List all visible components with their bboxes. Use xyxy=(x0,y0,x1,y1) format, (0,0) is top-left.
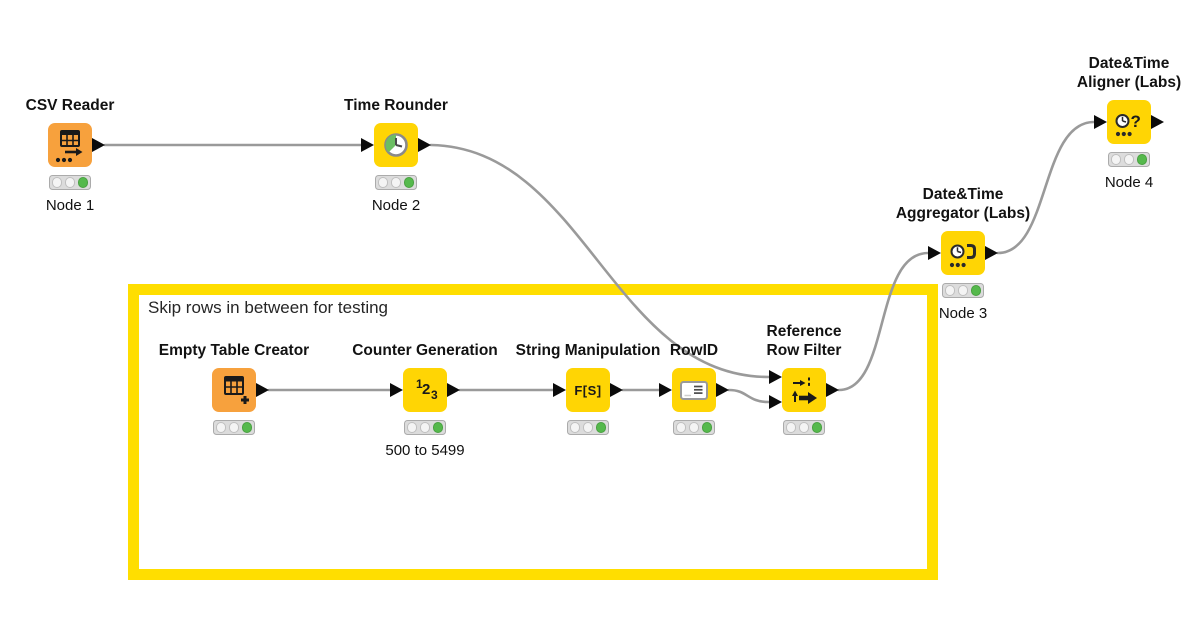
node-title[interactable]: Reference Row Filter xyxy=(766,323,842,359)
traffic-light xyxy=(375,175,417,190)
datetime-aligner-node-body[interactable]: ? xyxy=(1094,100,1164,144)
clock-icon xyxy=(384,133,408,157)
node-empty-table-creator: Empty Table Creator xyxy=(159,342,309,435)
node-time-rounder: Time Rounder Node 2 xyxy=(344,97,448,215)
filter-arrows-icon xyxy=(792,377,817,404)
node-datetime-aligner: Date&Time Aligner (Labs) ? Node 4 xyxy=(1077,55,1181,191)
node-label[interactable]: 500 to 5499 xyxy=(385,442,465,459)
output-port[interactable] xyxy=(610,383,623,397)
input-port-top[interactable] xyxy=(769,370,782,384)
traffic-light xyxy=(1108,152,1150,167)
node-datetime-aggregator: Date&Time Aggregator (Labs) Node 3 xyxy=(896,186,1030,322)
wire-reference-row-filter-to-aggregator[interactable] xyxy=(837,251,930,392)
output-port[interactable] xyxy=(418,138,431,152)
wire-time-rounder-to-reference-row-filter[interactable] xyxy=(429,143,771,379)
input-port[interactable] xyxy=(1094,115,1107,129)
empty-table-creator-node-body[interactable] xyxy=(212,368,269,412)
annotation-text[interactable]: Skip rows in between for testing xyxy=(148,298,389,317)
wire-rowid-to-reference-row-filter[interactable] xyxy=(727,388,771,404)
output-port[interactable] xyxy=(256,383,269,397)
node-title[interactable]: Date&Time Aligner (Labs) xyxy=(1076,55,1182,91)
traffic-light xyxy=(49,175,91,190)
datetime-aggregator-node-body[interactable] xyxy=(928,231,998,275)
digits-123-icon: 1 xyxy=(416,377,423,391)
node-title[interactable]: String Manipulation xyxy=(515,341,661,359)
output-port[interactable] xyxy=(716,383,729,397)
time-rounder-node-body[interactable] xyxy=(361,123,431,167)
string-function-icon: F[S] xyxy=(574,382,602,398)
clock-question-icon: ? xyxy=(1115,112,1141,137)
node-counter-generation: Counter Generation 1 2 3 500 to 5499 xyxy=(352,342,498,460)
node-csv-reader: CSV Reader Node 1 xyxy=(26,97,115,215)
node-label[interactable]: Node 4 xyxy=(1104,174,1154,191)
traffic-light xyxy=(567,420,609,435)
node-title[interactable]: Date&Time Aggregator (Labs) xyxy=(895,186,1031,222)
node-label[interactable]: Node 1 xyxy=(45,197,95,214)
traffic-light xyxy=(783,420,825,435)
input-port[interactable] xyxy=(553,383,566,397)
traffic-light xyxy=(673,420,715,435)
input-port[interactable] xyxy=(928,246,941,260)
output-port[interactable] xyxy=(447,383,460,397)
clock-aggregate-icon xyxy=(949,244,976,268)
output-port[interactable] xyxy=(1151,115,1164,129)
node-title[interactable]: CSV Reader xyxy=(25,96,115,114)
input-port[interactable] xyxy=(390,383,403,397)
csv-reader-node-body[interactable] xyxy=(48,123,105,167)
node-label[interactable]: Node 2 xyxy=(371,197,421,214)
reference-row-filter-node-body[interactable] xyxy=(769,368,839,412)
output-port[interactable] xyxy=(985,246,998,260)
counter-generation-node-body[interactable]: 1 2 3 xyxy=(390,368,460,412)
traffic-light xyxy=(942,283,984,298)
node-rowid: RowID xyxy=(659,342,729,435)
string-manipulation-node-body[interactable]: F[S] xyxy=(553,368,623,412)
input-port[interactable] xyxy=(659,383,672,397)
wire-aggregator-to-aligner[interactable] xyxy=(996,120,1096,255)
csv-reader-icon xyxy=(55,130,83,163)
traffic-light xyxy=(213,420,255,435)
node-label[interactable]: Node 3 xyxy=(938,305,988,322)
node-string-manipulation: String Manipulation F[S] xyxy=(516,342,660,435)
node-reference-row-filter: Reference Row Filter xyxy=(767,323,841,435)
node-title[interactable]: RowID xyxy=(669,341,719,359)
id-card-icon xyxy=(680,381,708,400)
input-port-bottom[interactable] xyxy=(769,395,782,409)
node-title[interactable]: Counter Generation xyxy=(352,341,498,359)
rowid-node-body[interactable] xyxy=(659,368,729,412)
output-port[interactable] xyxy=(826,383,839,397)
node-title[interactable]: Time Rounder xyxy=(344,96,448,114)
input-port[interactable] xyxy=(361,138,374,152)
svg-text:?: ? xyxy=(1131,112,1141,131)
traffic-light xyxy=(404,420,446,435)
node-title[interactable]: Empty Table Creator xyxy=(158,341,310,359)
output-port[interactable] xyxy=(92,138,105,152)
table-plus-icon xyxy=(224,376,249,404)
